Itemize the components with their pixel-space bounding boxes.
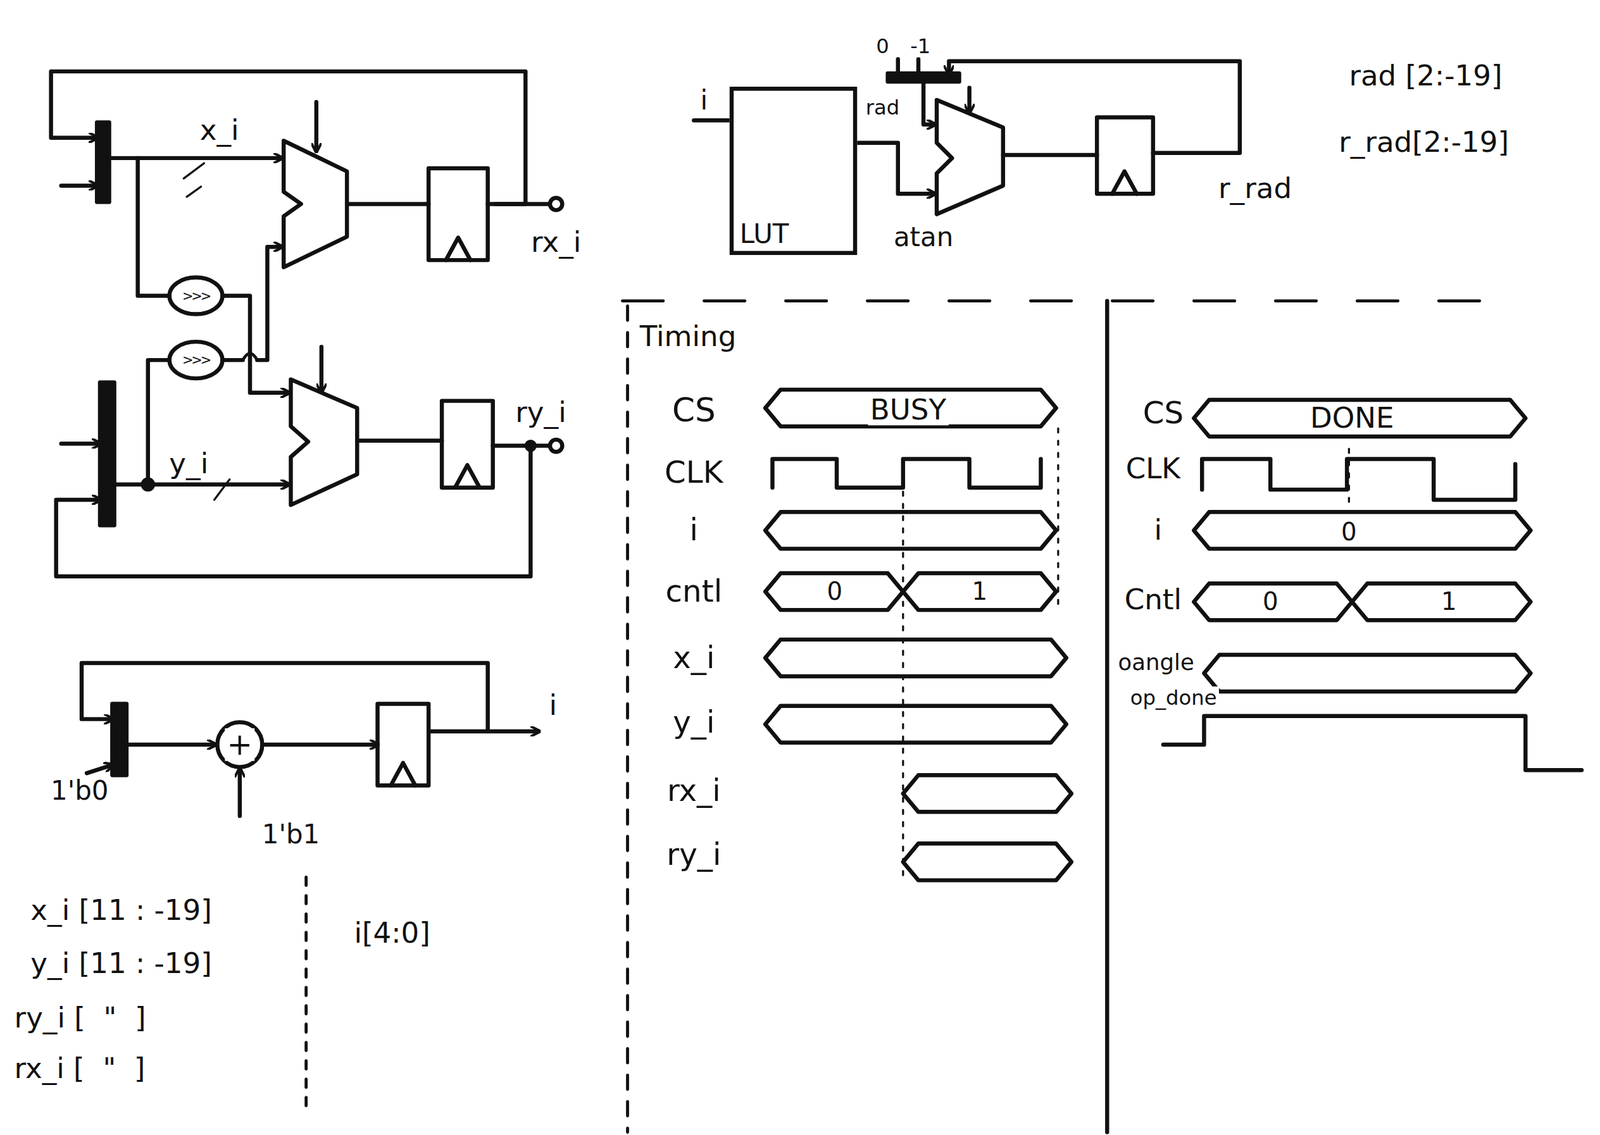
signal-label: ry_i (513, 398, 569, 429)
signal-label: -1 (908, 34, 933, 57)
signal-label: 0 (824, 578, 845, 606)
signal-label: 1'b1 (260, 820, 323, 849)
signal-label: DONE (1308, 403, 1397, 434)
signal-label: CS (1140, 396, 1186, 430)
signal-label: y_i (167, 448, 211, 480)
signal-label: i (1151, 515, 1164, 546)
signal-label: i[4:0] (351, 918, 433, 949)
signal-label: 0 (1260, 588, 1281, 616)
signal-label: CLK (1123, 453, 1183, 485)
signal-label: atan (891, 222, 956, 251)
signal-label: Timing (637, 321, 739, 352)
signal-label: rx_i (529, 227, 584, 259)
lut-block: LUT (729, 86, 858, 256)
signal-label: op_done (1127, 686, 1219, 709)
signal-label: >>> (180, 352, 212, 368)
signal-label: rad [2:-19] (1346, 61, 1505, 92)
signal-label: i (698, 85, 710, 114)
signal-label: CLK (662, 456, 726, 490)
signal-label: >>> (180, 287, 212, 304)
signal-label: r_rad (1216, 173, 1294, 204)
signal-label: rad (863, 96, 902, 119)
signal-label: i (546, 690, 559, 721)
signal-label: + (224, 728, 255, 762)
signal-label: oangle (1115, 651, 1197, 676)
signal-label: x_i (197, 115, 241, 146)
signal-label: ry_i [ " ] (12, 1003, 149, 1034)
signal-label: BUSY (868, 394, 949, 426)
signal-label: i (687, 514, 700, 548)
signal-label: x_i (670, 641, 718, 675)
signal-label: 1 (1439, 588, 1459, 616)
signal-label: x_i [11 : -19] (28, 896, 214, 927)
signal-label: r_rad[2:-19] (1336, 127, 1511, 159)
signal-label: cntl (663, 575, 725, 609)
signal-label: 1'b0 (48, 776, 111, 806)
signal-label: rx_i (665, 774, 723, 808)
signal-label: Cntl (1122, 584, 1184, 616)
signal-label: y_i (670, 706, 718, 740)
signal-label: ry_i (664, 838, 724, 872)
signal-label: 0 (874, 34, 892, 57)
block-label: LUT (739, 220, 790, 247)
signal-label: 0 (1339, 519, 1359, 547)
signal-label: CS (670, 393, 718, 428)
signal-label: y_i [11 : -19] (28, 948, 214, 980)
signal-label: 1 (969, 578, 990, 606)
signal-label: rx_i [ " ] (12, 1053, 147, 1085)
